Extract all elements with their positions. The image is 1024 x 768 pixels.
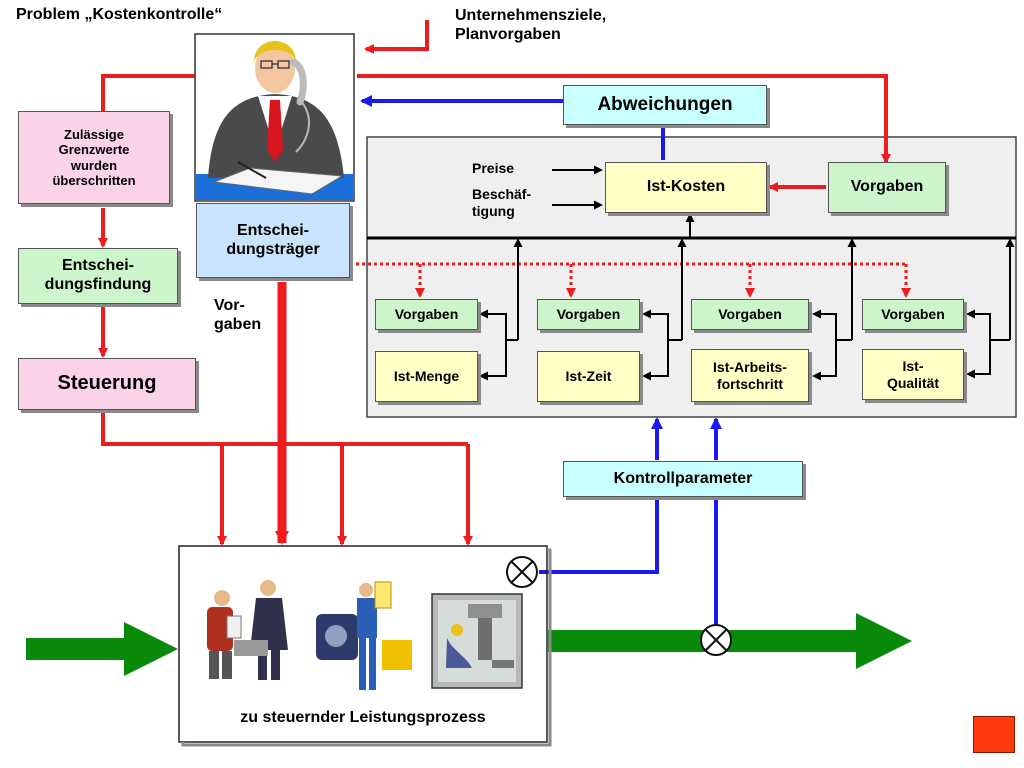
red-dotted-flows [344, 262, 911, 298]
targets-progress-box: Vorgaben [691, 299, 809, 330]
sensor-cross-icon [506, 556, 538, 588]
targets-time-box: Vorgaben [537, 299, 640, 330]
vorgaben-side-label: Vor- gaben [214, 297, 262, 333]
main-flow-arrow [26, 613, 912, 676]
actual-costs-box: Ist-Kosten [605, 162, 767, 213]
targets-quality-box: Vorgaben [862, 299, 964, 330]
process-label: zu steuernder Leistungsprozess [240, 709, 486, 726]
actual-quality-box: Ist- Qualität [862, 349, 964, 400]
sensor-cross-icon [700, 624, 732, 656]
red-flows [98, 20, 891, 546]
businessman-on-phone-icon [194, 33, 355, 202]
actual-time-box: Ist-Zeit [537, 351, 640, 402]
deviations-box: Abweichungen [563, 85, 767, 125]
actual-progress-box: Ist-Arbeits- fortschritt [691, 349, 809, 402]
actual-quantity-box: Ist-Menge [375, 351, 478, 402]
control-box: Steuerung [18, 358, 196, 410]
limits-exceeded-box: Zulässige Grenzwerte wurden überschritte… [18, 111, 170, 204]
black-connectors [479, 165, 1015, 381]
decision-finding-box: Entschei- dungsfindung [18, 248, 178, 304]
targets-quantity-box: Vorgaben [375, 299, 478, 330]
meeting-people-icon [207, 580, 288, 680]
slide-nav-button[interactable] [973, 716, 1015, 753]
process-box [178, 545, 548, 743]
diagram-title: Problem „Kostenkontrolle“ [16, 6, 223, 23]
worker-at-printing-press-icon [316, 581, 412, 690]
prices-label: Preise [472, 160, 515, 176]
employment-label: Beschäf- tigung [472, 186, 532, 219]
control-parameters-box: Kontrollparameter [563, 461, 803, 497]
decision-maker-box: Entschei- dungsträger [196, 203, 350, 278]
worker-at-drill-machine-icon [431, 593, 523, 689]
targets-box: Vorgaben [828, 162, 946, 213]
top-inputs-label: Unternehmensziele, Planvorgaben [455, 7, 607, 43]
blue-flows [360, 95, 722, 627]
